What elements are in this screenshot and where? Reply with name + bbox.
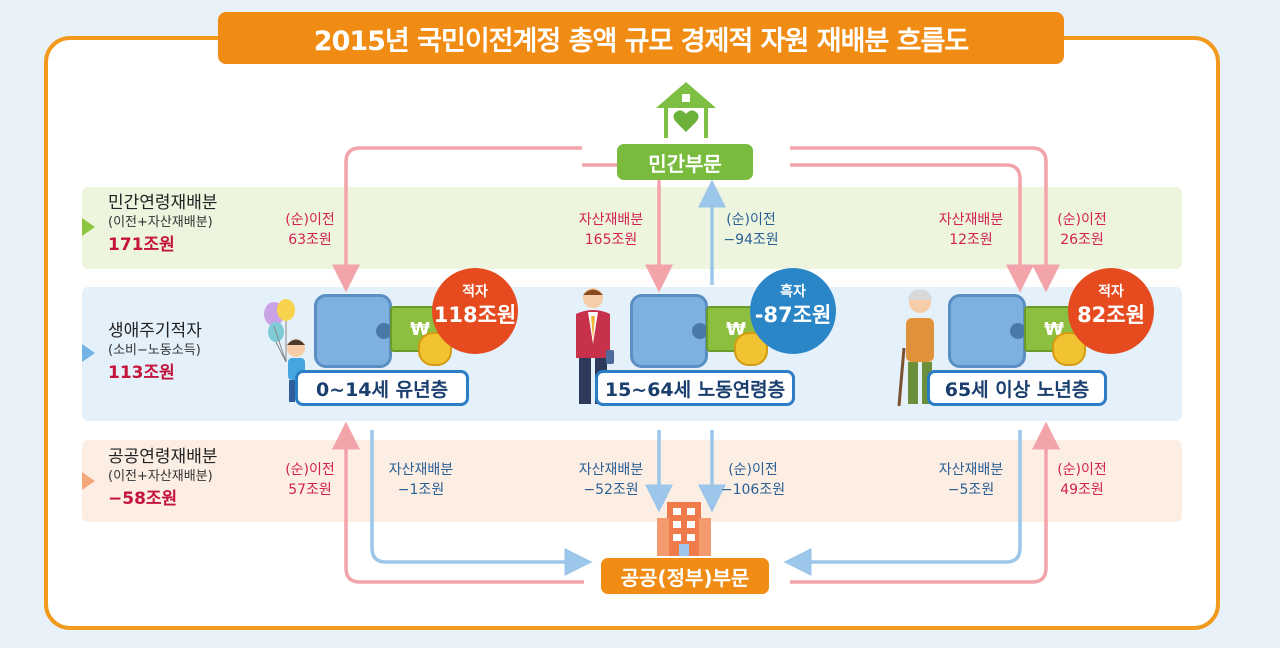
bubble-value: 118조원 — [433, 303, 517, 327]
flow-type: 자산재배분 — [578, 462, 644, 478]
flow-value: 26조원 — [1060, 232, 1104, 248]
private-row-title: 민간연령재배분 — [108, 193, 218, 213]
elderly-wallet-icon — [948, 294, 1026, 368]
flow-type: 자산재배분 — [938, 462, 1004, 478]
working-surplus-bubble: 흑자 -87조원 — [750, 268, 836, 354]
flow-label-public-working-transfer: (순)이전 −106조원 — [712, 460, 794, 500]
flow-type: (순)이전 — [1057, 462, 1107, 478]
flow-label-private-youth-transfer: (순)이전 63조원 — [270, 210, 350, 250]
public-row-value: −58조원 — [108, 489, 178, 509]
flow-label-private-working-transfer: (순)이전 −94조원 — [712, 210, 790, 250]
bubble-value: -87조원 — [754, 303, 832, 327]
child-with-balloons-icon — [264, 299, 305, 402]
youth-group-label: 0~14세 유년층 — [295, 370, 469, 406]
bubble-label: 적자 — [462, 284, 488, 300]
flow-value: −106조원 — [720, 482, 786, 498]
arrow-elderly-to-public — [783, 430, 1022, 576]
public-row-subtitle: (이전+자산재배분) — [108, 469, 213, 484]
arrow-public-to-youth — [332, 421, 584, 584]
diagram-title: 2015년 국민이전계정 총액 규모 경제적 자원 재배분 흐름도 — [218, 12, 1064, 64]
flow-value: −52조원 — [583, 482, 639, 498]
flow-value: 12조원 — [949, 232, 993, 248]
bubble-value: 82조원 — [1077, 303, 1145, 327]
public-row-title: 공공연령재배분 — [108, 447, 218, 467]
arrow-private-to-youth — [332, 146, 582, 293]
public-row-band — [82, 440, 1182, 522]
lifecycle-row-subtitle: (소비−노동소득) — [108, 343, 201, 358]
public-row-label: 공공연령재배분 (이전+자산재배분) −58조원 — [108, 446, 217, 512]
flow-value: −1조원 — [397, 482, 445, 498]
government-building-icon — [657, 502, 711, 556]
arrow-private-to-elderly-asset — [790, 163, 1034, 293]
working-coin-stack-icon — [734, 332, 768, 366]
youth-coin-stack-icon — [418, 332, 452, 366]
flow-type: (순)이전 — [285, 212, 335, 228]
elderly-deficit-bubble: 적자 82조원 — [1068, 268, 1154, 354]
lifecycle-row-marker — [82, 344, 95, 362]
arrow-private-to-elderly-transfer — [790, 146, 1060, 293]
flow-type: (순)이전 — [728, 462, 778, 478]
lifecycle-row-title: 생애주기적자 — [108, 321, 202, 341]
flow-label-private-elderly-asset: 자산재배분 12조원 — [926, 210, 1016, 250]
elderly-group-label: 65세 이상 노년층 — [927, 370, 1107, 406]
wallet-clasp — [376, 323, 392, 339]
private-row-marker — [82, 218, 95, 236]
private-row-band — [82, 187, 1182, 269]
private-sector-box: 민간부문 — [617, 144, 753, 180]
flow-type: (순)이전 — [1057, 212, 1107, 228]
flow-label-public-youth-transfer: (순)이전 57조원 — [270, 460, 350, 500]
flow-value: 49조원 — [1060, 482, 1104, 498]
arrow-public-to-elderly — [790, 421, 1060, 584]
lifecycle-row-value: 113조원 — [108, 363, 175, 383]
flow-type: (순)이전 — [285, 462, 335, 478]
youth-wallet-icon — [314, 294, 392, 368]
working-group-label: 15~64세 노동연령층 — [595, 370, 795, 406]
private-row-label: 민간연령재배분 (이전+자산재배분) 171조원 — [108, 192, 217, 258]
flow-label-public-elderly-asset: 자산재배분 −5조원 — [926, 460, 1016, 500]
house-heart-icon — [656, 82, 716, 138]
flow-label-private-working-asset: 자산재배분 165조원 — [566, 210, 656, 250]
bubble-label: 적자 — [1098, 284, 1124, 300]
flow-type: (순)이전 — [726, 212, 776, 228]
flow-type: 자산재배분 — [938, 212, 1004, 228]
flow-value: −5조원 — [947, 482, 995, 498]
public-sector-box: 공공(정부)부문 — [601, 558, 769, 594]
flow-label-public-elderly-transfer: (순)이전 49조원 — [1044, 460, 1120, 500]
flow-type: 자산재배분 — [388, 462, 454, 478]
flow-value: −94조원 — [723, 232, 779, 248]
flow-label-private-elderly-transfer: (순)이전 26조원 — [1044, 210, 1120, 250]
flow-label-public-youth-asset: 자산재배분 −1조원 — [376, 460, 466, 500]
flow-type: 자산재배분 — [578, 212, 644, 228]
private-row-value: 171조원 — [108, 235, 175, 255]
working-wallet-icon — [630, 294, 708, 368]
arrow-youth-to-public — [370, 430, 593, 576]
flow-value: 57조원 — [288, 482, 332, 498]
lifecycle-row-label: 생애주기적자 (소비−노동소득) 113조원 — [108, 320, 202, 386]
wallet-clasp — [692, 323, 708, 339]
wallet-clasp — [1010, 323, 1026, 339]
flow-value: 165조원 — [584, 232, 638, 248]
flow-value: 63조원 — [288, 232, 332, 248]
private-row-subtitle: (이전+자산재배분) — [108, 215, 213, 230]
public-row-marker — [82, 472, 95, 490]
bubble-label: 흑자 — [780, 284, 806, 300]
flow-label-public-working-asset: 자산재배분 −52조원 — [566, 460, 656, 500]
youth-deficit-bubble: 적자 118조원 — [432, 268, 518, 354]
